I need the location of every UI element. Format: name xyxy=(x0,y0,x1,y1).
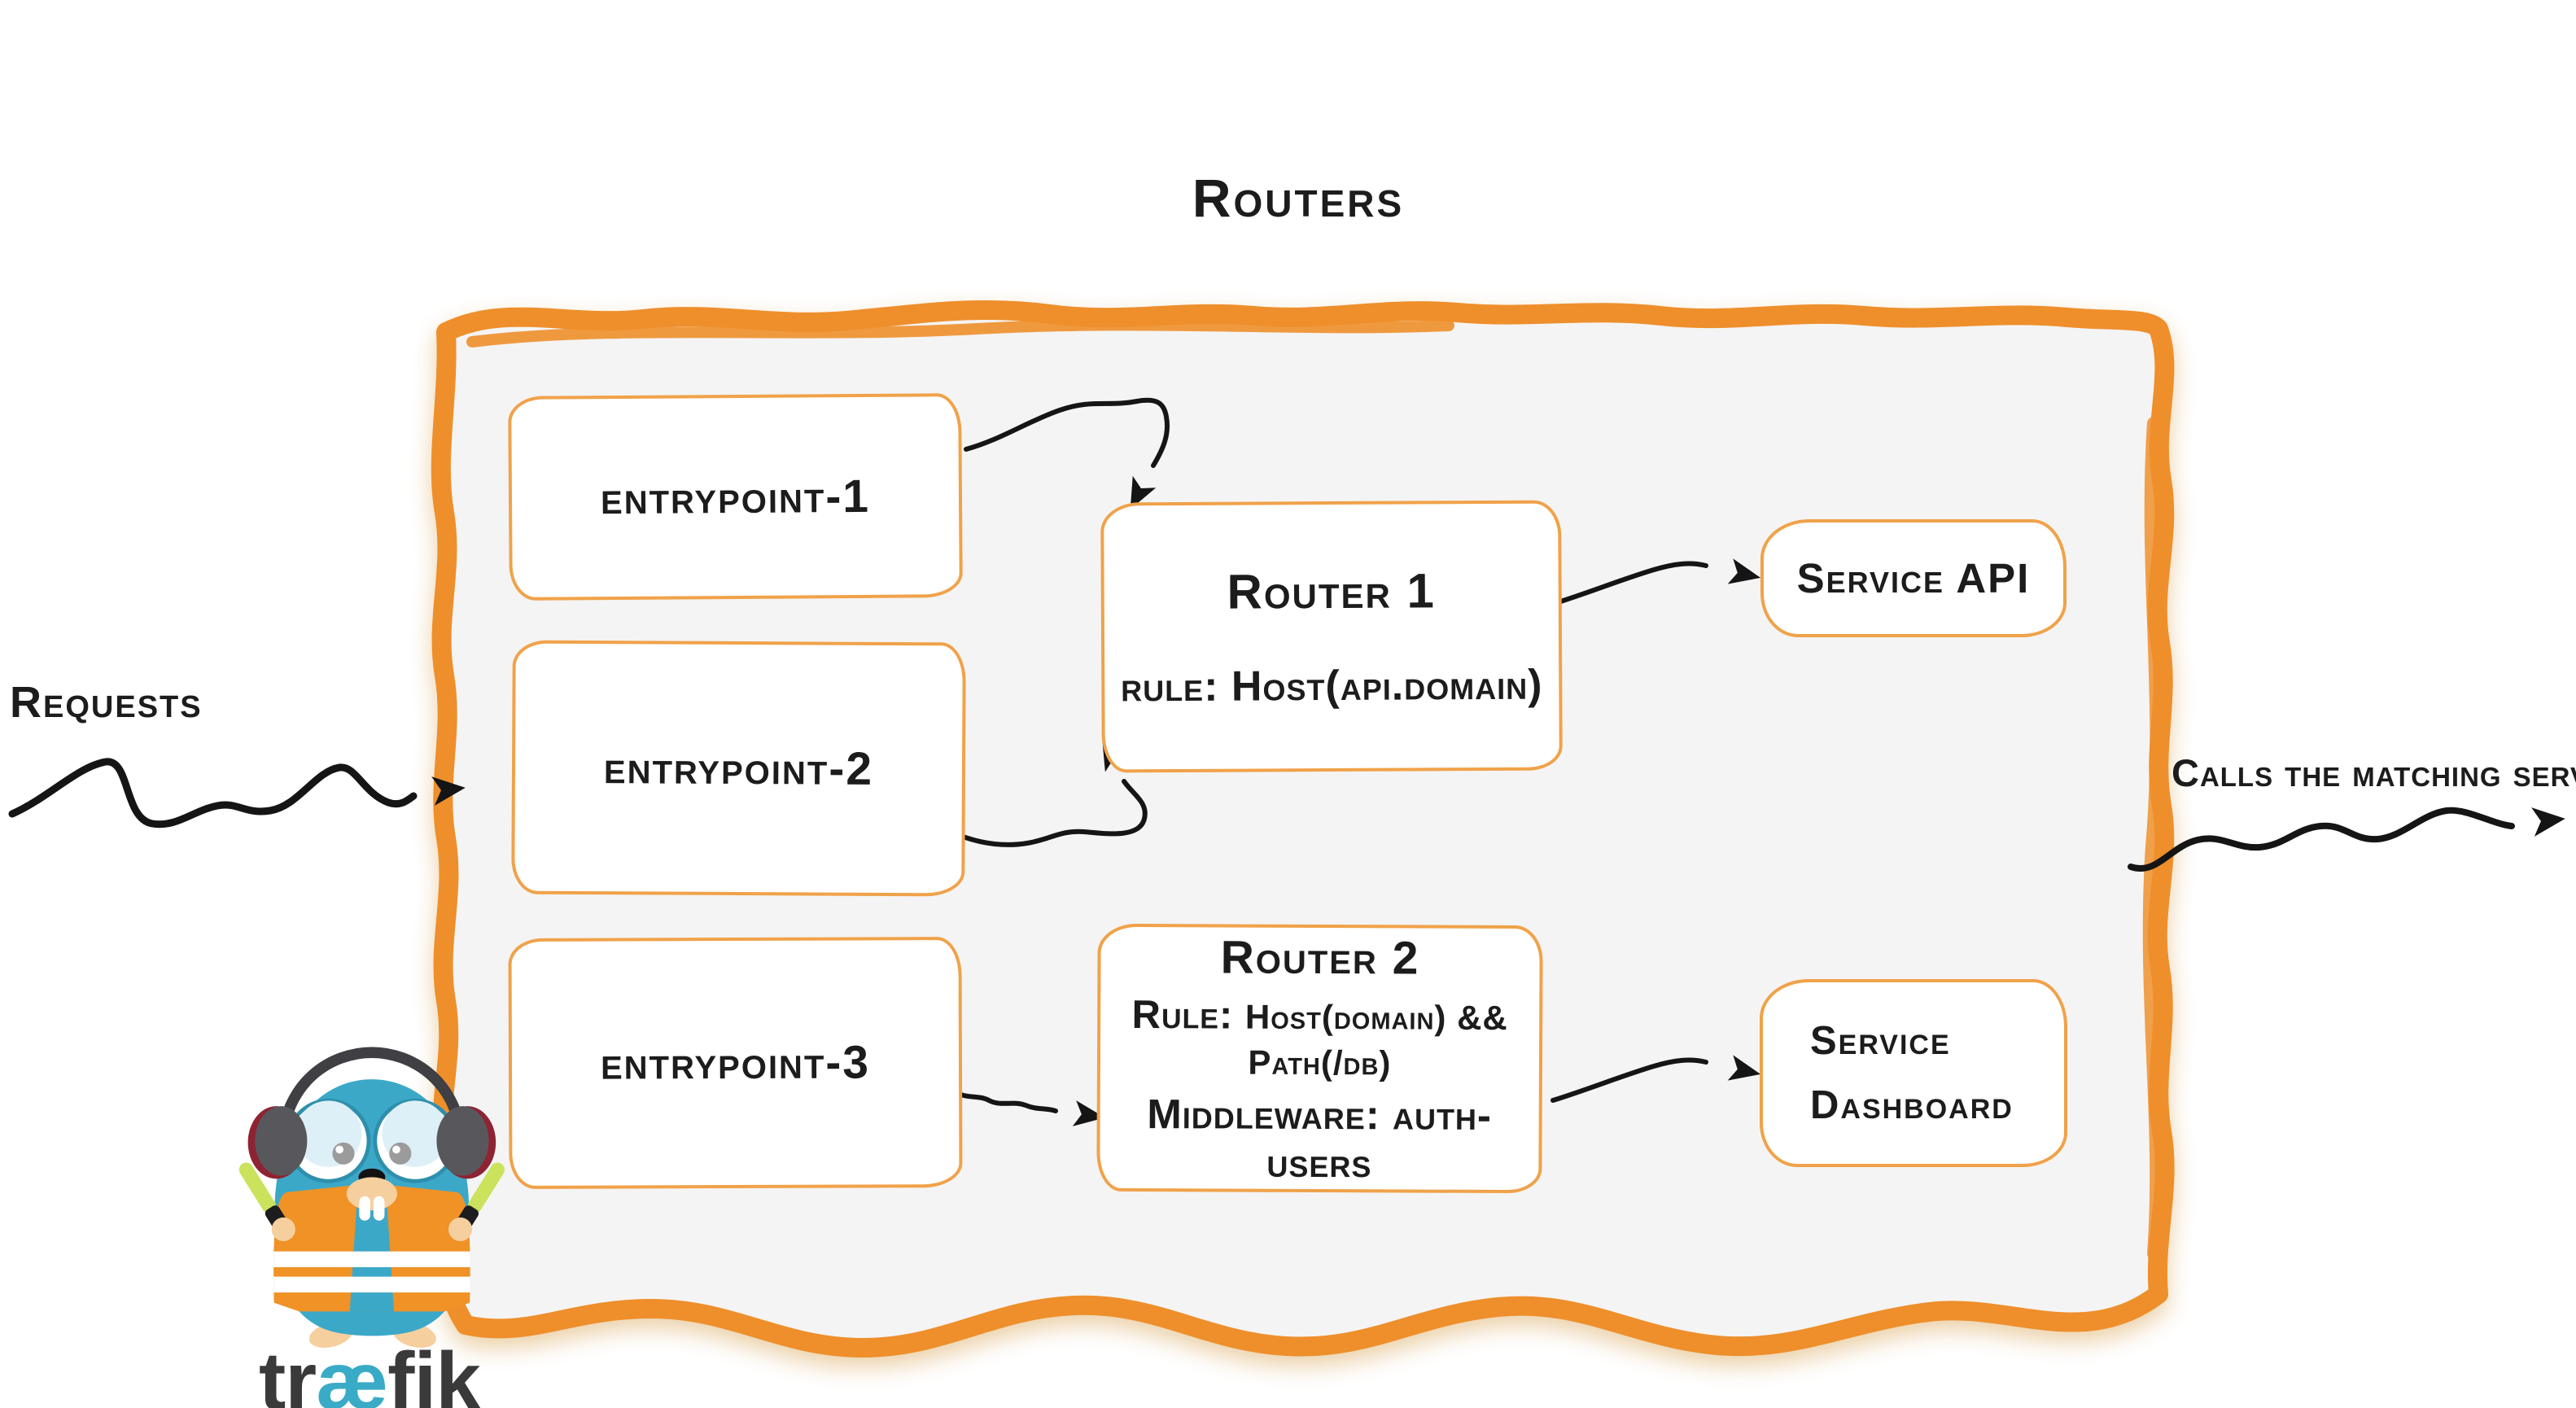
entrypoint-2-label: entrypoint-2 xyxy=(603,741,874,795)
entrypoint-1-box: entrypoint-1 xyxy=(508,393,963,601)
service-api-label: Service API xyxy=(1796,555,2031,601)
gopher-snout xyxy=(346,1168,397,1221)
requests-label: Requests xyxy=(10,678,203,727)
traefik-wordmark: træfik xyxy=(259,1335,481,1408)
calls-matching-server-label: Calls the matching server xyxy=(2171,751,2576,794)
router-1-rule: rule: Host(api.domain) xyxy=(1121,660,1543,711)
entrypoint-3-box: entrypoint-3 xyxy=(508,937,963,1189)
router-2-rule-label: Rule: xyxy=(1131,992,1234,1038)
router-1-title: Router 1 xyxy=(1227,562,1437,619)
entrypoint-1-label: entrypoint-1 xyxy=(600,470,871,524)
router-1-box: Router 1 rule: Host(api.domain) xyxy=(1100,500,1563,773)
gopher-headphones xyxy=(247,1047,496,1179)
traefik-gopher-logo xyxy=(238,1047,505,1348)
service-dashboard-label: Service Dashboard xyxy=(1810,1019,2014,1127)
router-2-box: Router 2 Rule: Host(domain) && Path(/db)… xyxy=(1096,923,1543,1194)
router-1-rule-value: Host(api.domain) xyxy=(1231,661,1543,711)
diagram-title: Routers xyxy=(1192,168,1405,228)
router-2-title: Router 2 xyxy=(1220,930,1420,985)
router-2-middleware-label: Middleware: xyxy=(1147,1090,1380,1138)
arrow-router1-to-service-api xyxy=(1550,558,1761,606)
gopher-safety-vest xyxy=(273,1185,470,1312)
requests-arrow xyxy=(8,758,466,829)
router-1-rule-label: rule: xyxy=(1120,662,1219,711)
wordmark-fik: fik xyxy=(387,1336,481,1408)
gopher-goggles xyxy=(286,1098,458,1183)
gopher-glow-sticks xyxy=(238,1162,505,1241)
wordmark-tr: tr xyxy=(259,1336,317,1408)
router-2-rule-value: Host(domain) && Path(/db) xyxy=(1244,997,1508,1082)
entrypoint-2-box: entrypoint-2 xyxy=(511,640,966,897)
wordmark-ae: æ xyxy=(316,1336,388,1408)
service-dashboard-box: Service Dashboard xyxy=(1760,979,2067,1167)
arrow-entrypoint1-to-router1 xyxy=(964,397,1170,509)
router-2-middleware: Middleware: auth-users xyxy=(1100,1089,1539,1187)
calls-matching-server-arrow xyxy=(2128,807,2565,872)
service-api-box: Service API xyxy=(1760,519,2066,637)
arrow-router2-to-service-dashboard xyxy=(1550,1055,1761,1103)
router-2-rule: Rule: Host(domain) && Path(/db) xyxy=(1100,991,1539,1084)
entrypoint-3-label: entrypoint-3 xyxy=(600,1036,871,1090)
